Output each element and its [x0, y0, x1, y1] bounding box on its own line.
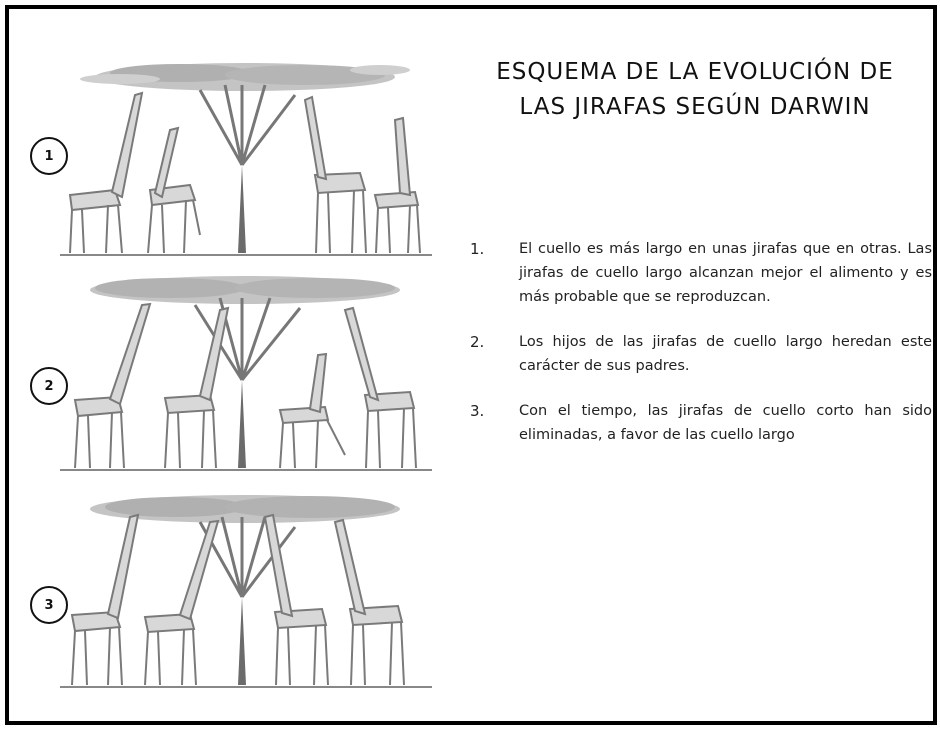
- step-text: Los hijos de las jirafas de cuello largo…: [519, 334, 932, 374]
- steps-list: 1. El cuello es más largo en unas jirafa…: [470, 237, 932, 468]
- step-marker-1: 1: [30, 137, 68, 175]
- giraffe-scene-2: [60, 270, 432, 475]
- step-text: Con el tiempo, las jirafas de cuello cor…: [519, 403, 932, 443]
- diagram-title: ESQUEMA DE LA EVOLUCIÓN DE LAS JIRAFAS S…: [460, 55, 930, 125]
- step-marker-2: 2: [30, 367, 68, 405]
- step-number: 2.: [470, 333, 485, 351]
- title-line-1: ESQUEMA DE LA EVOLUCIÓN DE: [496, 59, 894, 85]
- step-item-1: 1. El cuello es más largo en unas jirafa…: [470, 237, 932, 309]
- step-item-2: 2. Los hijos de las jirafas de cuello la…: [470, 330, 932, 378]
- step-number: 3.: [470, 402, 485, 420]
- step-number: 1.: [470, 240, 485, 258]
- step-item-3: 3. Con el tiempo, las jirafas de cuello …: [470, 399, 932, 447]
- step-text: El cuello es más largo en unas jirafas q…: [519, 241, 932, 305]
- giraffe-scene-1: [60, 55, 432, 260]
- giraffe-scene-3: [60, 487, 432, 692]
- step-marker-3: 3: [30, 586, 68, 624]
- title-line-2: LAS JIRAFAS SEGÚN DARWIN: [519, 94, 871, 120]
- diagram-frame: [5, 5, 937, 725]
